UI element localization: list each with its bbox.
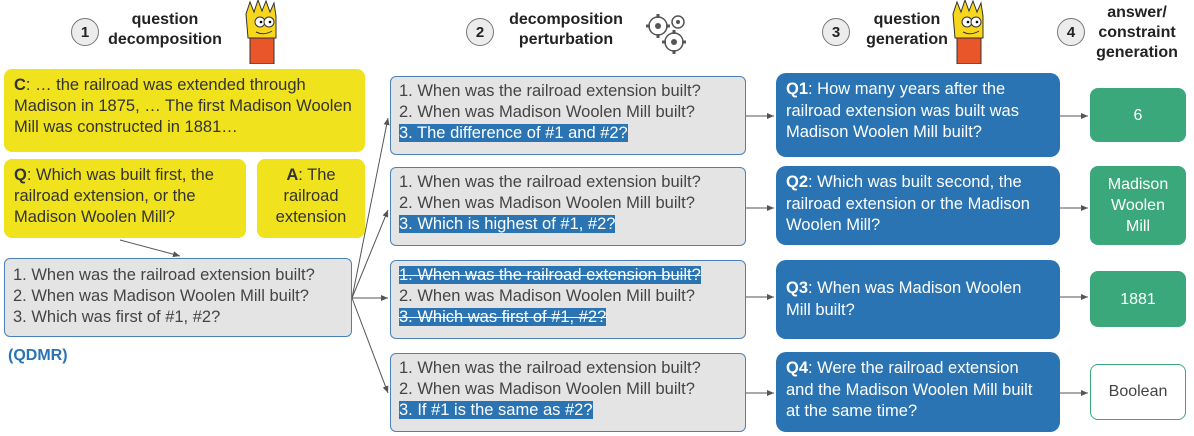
perturbation-box-3: 1. When was the railroad extension built…: [390, 260, 746, 339]
bart-simpson-icon: [952, 0, 984, 64]
answer-3: 1881: [1090, 271, 1186, 327]
answer-4: Boolean: [1090, 364, 1186, 420]
generated-question-2: Q2: Which was built second, the railroad…: [776, 166, 1060, 245]
perturbation-box-4: 1. When was the railroad extension built…: [390, 353, 746, 432]
perturbation-box-1: 1. When was the railroad extension built…: [390, 76, 746, 155]
step-2-title: decomposition perturbation: [509, 11, 623, 48]
generated-question-3: Q3: When was Madison Woolen Mill built?: [776, 260, 1060, 339]
step-4-title: answer/ constraint generation: [1096, 4, 1178, 61]
qdmr-label: (QDMR): [8, 347, 68, 364]
step-3-number: 3: [822, 18, 850, 46]
qdmr-box: 1. When was the railroad extension built…: [4, 258, 352, 337]
answer-2: Madison Woolen Mill: [1090, 166, 1186, 245]
step-4-number: 4: [1057, 18, 1085, 46]
step-1-title: question decomposition: [108, 11, 222, 48]
question-box: Q: Which was built first, the railroad e…: [4, 159, 246, 238]
gears-icon: [646, 14, 686, 54]
generated-question-1: Q1: How many years after the railroad ex…: [776, 73, 1060, 157]
step-3-title: question generation: [866, 11, 948, 48]
step-2-number: 2: [466, 18, 494, 46]
perturbation-box-2: 1. When was the railroad extension built…: [390, 167, 746, 246]
bart-simpson-icon: [245, 0, 277, 64]
generated-question-4: Q4: Were the railroad extension and the …: [776, 352, 1060, 432]
answer-1: 6: [1090, 88, 1186, 142]
step-1-number: 1: [71, 18, 99, 46]
answer-box: A: The railroad extension: [257, 159, 365, 238]
context-box: C: … the railroad was extended through M…: [4, 69, 365, 152]
